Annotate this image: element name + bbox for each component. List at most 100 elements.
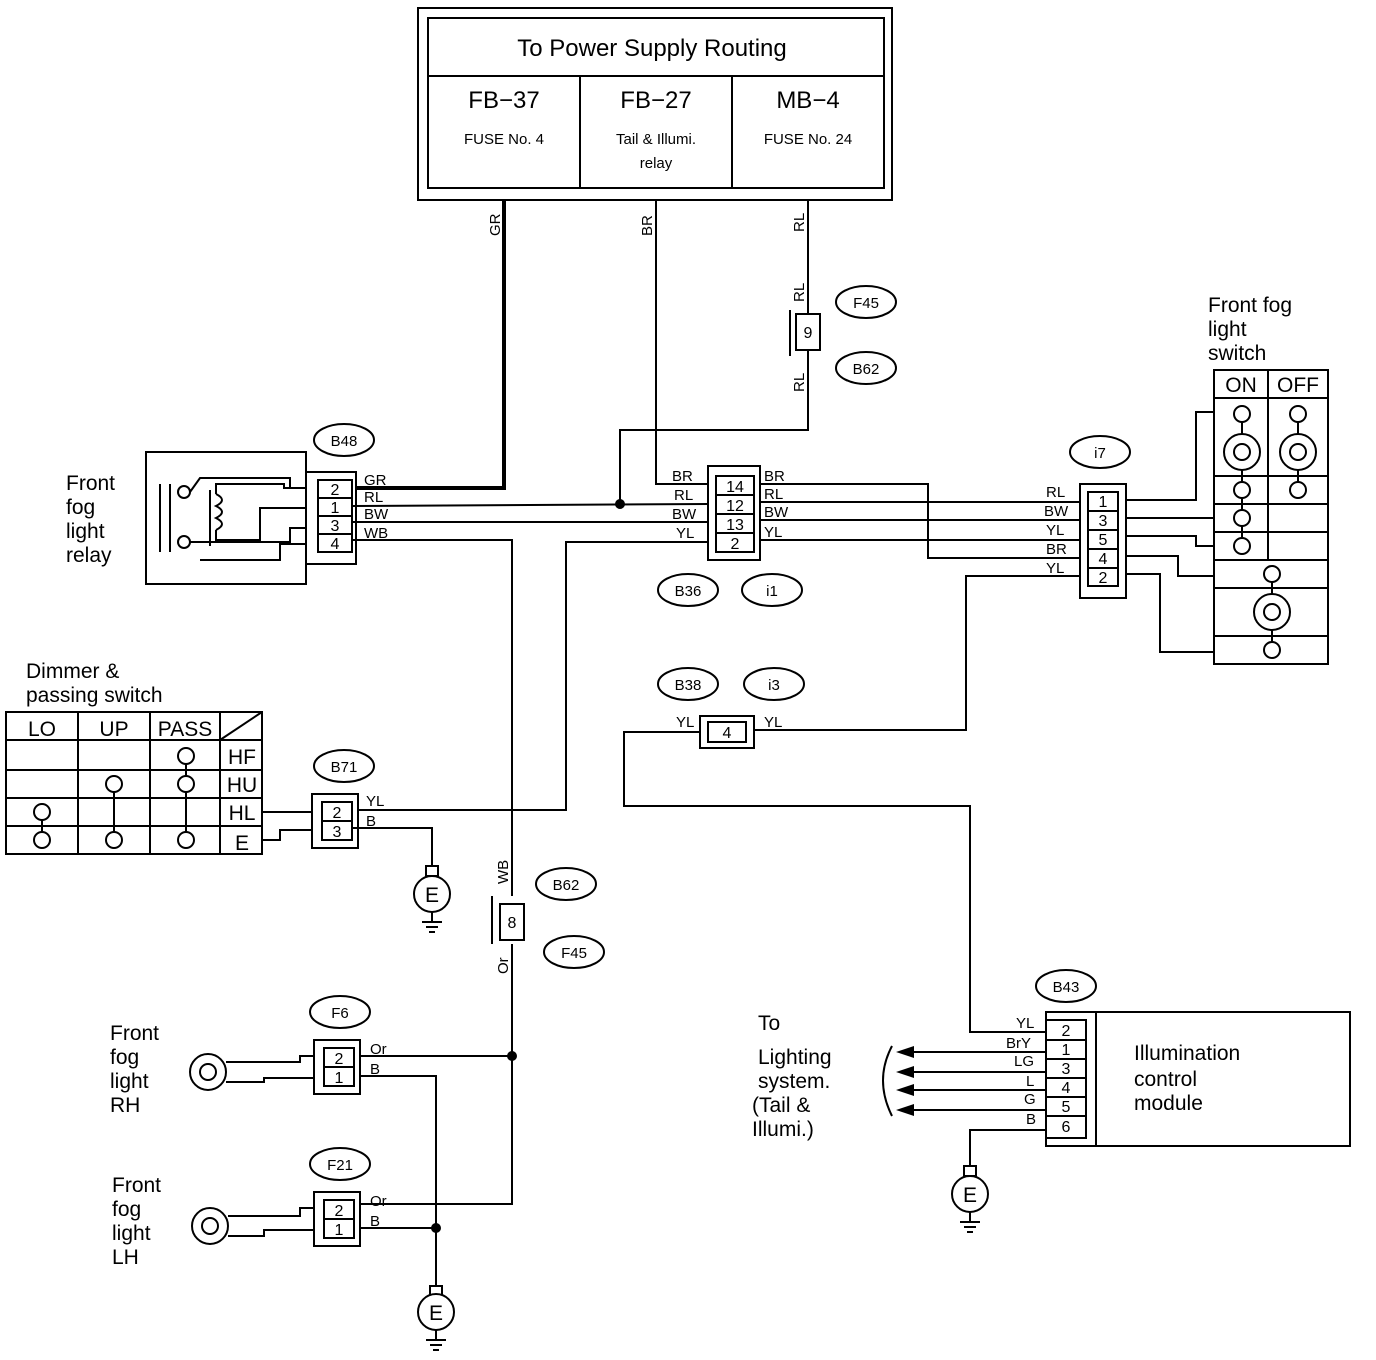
relay-label-4: relay [66,544,112,567]
label-components-ground: E [425,884,439,907]
label-pins-f21-1: 1 [335,1222,344,1239]
connector-b36-i1: 14 12 13 2 B36 i1 [657,465,803,607]
label-wires-yl: YL [764,714,782,731]
label-wires-br: BR [639,215,656,236]
wires-b36-to-i7: BR RL BW YL RL BW YL BR YL [754,468,1080,731]
label-wires-or: Or [370,1193,387,1210]
label-wires-bry: BrY [1006,1035,1031,1052]
label-wires-yl: YL [366,793,384,810]
label-components-fog_lh-0: Front [112,1174,161,1197]
label-wires-yl: YL [676,525,694,542]
label-wires-rl: RL [791,213,808,232]
wire-gr: GR GR [353,200,506,490]
label-wires-lg: LG [1014,1053,1034,1070]
front-fog-light-switch: Front fog light switch ON OFF [1126,294,1329,665]
label-pins-b43-0: 2 [1062,1023,1071,1040]
label-pins-b43-3: 4 [1062,1080,1071,1097]
label-components-icm-2: module [1134,1092,1203,1115]
label-components-dimmer_rows-0: HF [228,746,256,769]
label-wires-rl: RL [764,486,783,503]
label-components-switch-1: light [1208,318,1247,341]
label-wires-br: BR [1046,541,1067,558]
power-routing-title: To Power Supply Routing [517,35,786,62]
label-connectors-b43: B43 [1053,979,1080,996]
label-wires-bw: BW [364,506,389,523]
label-wires-br: BR [764,468,785,485]
label-components-fog_rh-3: RH [110,1094,140,1117]
label-pins-i7-1: 3 [1099,513,1108,530]
lighting-system-outputs: To Lighting system. (Tail & Illumi.) [752,1012,1046,1166]
label-pins-b71-0: 2 [333,805,342,822]
relay-desc-fb27-line2: relay [640,155,673,172]
label-components-dimmer_rows-3: E [235,832,249,855]
label-components-to_lighting-0: To [758,1012,780,1035]
label-components-icm-0: Illumination [1134,1042,1240,1065]
label-wires-yl: YL [1046,560,1064,577]
connector-b36: B36 [675,583,702,600]
label-wires-bw: BW [672,506,697,523]
label-connectors-f6: F6 [331,1005,349,1022]
label-wires-gr: GR [364,472,387,489]
label-wires-b: B [1026,1111,1036,1128]
front-fog-light-rh: Front fog light RH 2 1 Or B F6 [110,995,517,1286]
connector-b62-f45-bottom: 8 Or B62 F45 [491,867,605,974]
connector-b38-i3: 4 YL YL B38 i3 [623,667,1046,1033]
label-components-ground: E [429,1302,443,1325]
label-wires-rl: RL [1046,484,1065,501]
label-wires-rl: RL [364,489,383,506]
label-pins-i7-4: 2 [1099,570,1108,587]
label-wires-wb: WB [495,860,512,884]
label-wires-gr: GR [487,213,504,236]
label-wires-yl: YL [676,714,694,731]
illumination-control-module: 2 1 3 4 5 6 Illumination control module … [1006,969,1351,1147]
ground-icm: E [951,1165,989,1233]
label-pins-b62_bottom: 8 [508,915,517,932]
label-pins-relay-0: 2 [331,482,340,499]
label-components-switch_on: ON [1225,374,1257,397]
label-pins-b36-1: 12 [726,498,744,515]
label-wires-yl: YL [764,524,782,541]
label-pins-i7-2: 5 [1099,532,1108,549]
wire-br: BR BR [639,200,708,485]
label-components-dimmer-0: Dimmer & [26,660,119,683]
relay-label-1: Front [66,472,115,495]
label-wires-g: G [1024,1091,1036,1108]
label-components-fog_rh-1: fog [110,1046,139,1069]
label-connectors-i3: i3 [768,677,780,694]
connector-i7: 1 3 5 4 2 i7 [1069,435,1131,599]
label-pins-b43-4: 5 [1062,1099,1071,1116]
label-wires-l: L [1026,1073,1034,1090]
label-wires-yl: YL [1016,1015,1034,1032]
label-wires-or: Or [370,1041,387,1058]
fuse-code-mb4: MB−4 [776,87,839,114]
label-components-dimmer_rows-1: HU [227,774,257,797]
label-wires-rl: RL [791,373,808,392]
label-pins-f21-0: 2 [335,1203,344,1220]
label-wires-wb: WB [364,525,388,542]
connector-b48: B48 [331,433,358,450]
relay-label-3: light [66,520,105,543]
power-supply-routing-box: To Power Supply Routing FB−37 FUSE No. 4… [417,7,893,201]
fuse-desc-fb37: FUSE No. 4 [464,131,544,148]
label-connectors-f21: F21 [327,1157,353,1174]
label-components-fog_lh-2: light [112,1222,151,1245]
label-pins-i7-3: 4 [1099,551,1108,568]
label-pins-f45_top: 9 [804,325,813,342]
fuse-code-fb37: FB−37 [468,87,539,114]
dimmer-passing-switch: Dimmer & passing switch LO UP PASS HF HU… [5,660,312,855]
label-components-to_lighting-3: (Tail & [752,1094,810,1117]
label-wires-yl: YL [1046,522,1064,539]
label-components-switch_off: OFF [1277,374,1319,397]
label-pins-b36-2: 13 [726,517,744,534]
label-pins-b38: 4 [723,725,732,742]
label-pins-f6-1: 1 [335,1070,344,1087]
wire-bw-relay: BW BW [353,506,708,523]
ground-lh: E [417,1285,455,1351]
label-wires-br: BR [672,468,693,485]
label-pins-b71-1: 3 [333,824,342,841]
front-fog-light-lh: Front fog light LH 2 1 Or B F21 [112,1147,441,1269]
wire-wb: WB WB [353,525,513,1205]
label-wires-bw: BW [764,504,789,521]
label-connectors-b62: B62 [553,877,580,894]
